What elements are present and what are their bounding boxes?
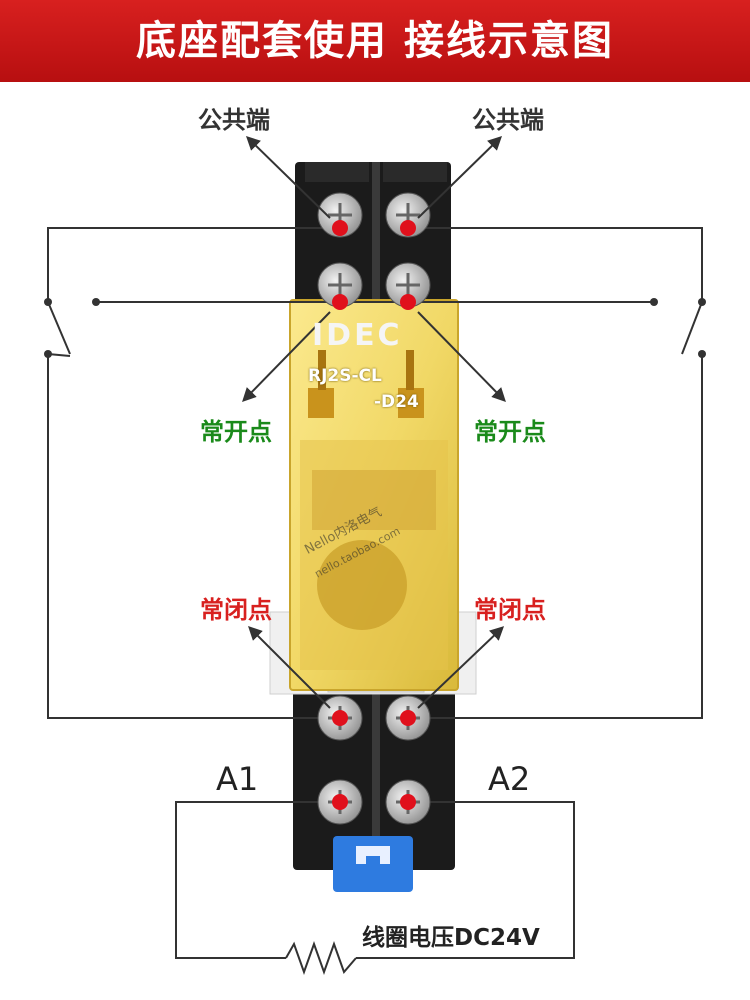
page-title: 底座配套使用 接线示意图 — [136, 18, 614, 64]
relay-model-line2: -D24 — [374, 392, 419, 412]
label-nc-left: 常闭点 — [200, 596, 272, 624]
label-no-right: 常开点 — [474, 418, 546, 446]
title-banner — [0, 0, 750, 82]
label-common-right: 公共端 — [472, 106, 544, 134]
terminal-dots — [332, 220, 416, 810]
switch-left — [44, 298, 100, 358]
switch-right — [650, 298, 706, 358]
circuit-lines — [47, 227, 703, 975]
relay-model-line1: RJ2S-CL — [308, 366, 382, 386]
terminal-label-a1: A1 — [216, 760, 259, 798]
label-no-left: 常开点 — [200, 418, 272, 446]
blue-clip — [333, 836, 413, 892]
label-common-left: 公共端 — [198, 106, 270, 134]
coil-voltage-label: 线圈电压DC24V — [362, 925, 540, 951]
relay-brand-text: IDEC — [312, 318, 403, 353]
terminal-label-a2: A2 — [488, 760, 531, 798]
label-arrows — [242, 136, 506, 709]
relay-body — [289, 299, 459, 691]
label-nc-right: 常闭点 — [474, 596, 546, 624]
